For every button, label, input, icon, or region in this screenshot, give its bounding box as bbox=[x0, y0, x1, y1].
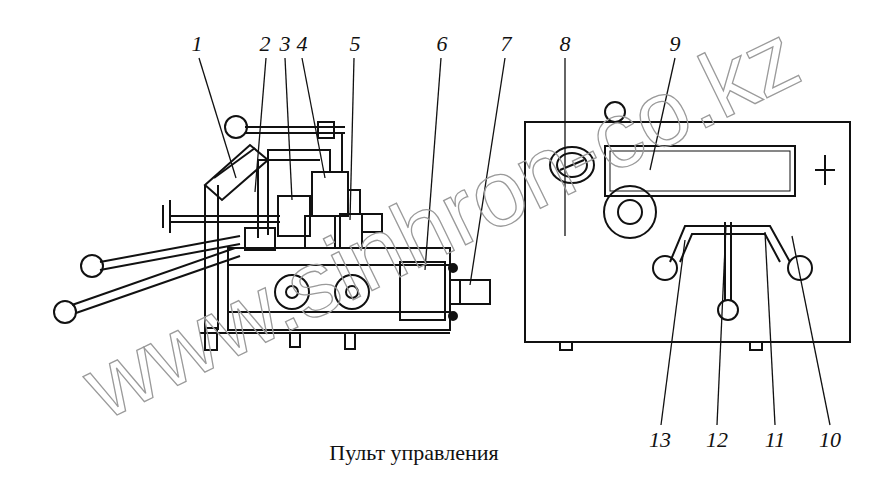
callout-number: 12 bbox=[706, 429, 728, 451]
caption: Пульт управления bbox=[329, 442, 498, 464]
callout-number: 6 bbox=[437, 33, 448, 55]
callout-number: 8 bbox=[560, 33, 571, 55]
callout-number: 3 bbox=[280, 33, 291, 55]
callout-number: 4 bbox=[297, 33, 308, 55]
callout-number: 5 bbox=[350, 33, 361, 55]
callout-number: 1 bbox=[192, 33, 203, 55]
callout-number: 10 bbox=[819, 429, 841, 451]
callout-number: 2 bbox=[260, 33, 271, 55]
callout-number: 11 bbox=[765, 429, 785, 451]
callout-number: 7 bbox=[501, 33, 512, 55]
callout-number: 13 bbox=[649, 429, 671, 451]
